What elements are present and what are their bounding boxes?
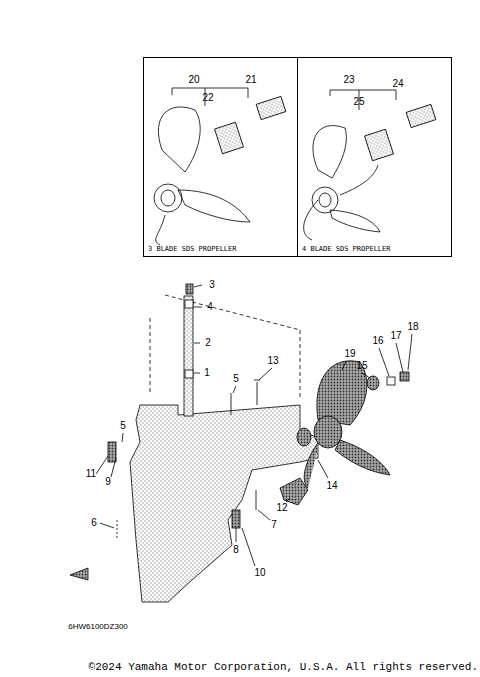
callout-number: 5 xyxy=(233,374,239,384)
inset-panel: 3 BLADE SDS PROPELLER xyxy=(143,57,298,257)
callout-number: 13 xyxy=(267,356,278,366)
callout-number: 25 xyxy=(353,97,364,107)
callout-number: 1 xyxy=(204,368,210,378)
callout-number: 23 xyxy=(343,75,354,85)
callout-number: 14 xyxy=(326,481,337,491)
panel-caption: 3 BLADE SDS PROPELLER xyxy=(148,245,237,253)
callout-number: 4 xyxy=(207,302,213,312)
callout-number: 19 xyxy=(344,349,355,359)
callout-number: 15 xyxy=(356,361,367,371)
callout-number: 21 xyxy=(245,75,256,85)
callout-number: 24 xyxy=(392,79,403,89)
copyright-notice: ©2024 Yamaha Motor Corporation, U.S.A. A… xyxy=(89,662,478,673)
callout-number: 7 xyxy=(271,520,277,530)
callout-number: 22 xyxy=(202,93,213,103)
callout-number: 3 xyxy=(209,280,215,290)
callout-number: 9 xyxy=(105,477,111,487)
callout-number: 20 xyxy=(188,75,199,85)
part-code: 6HW6100DZ300 xyxy=(68,623,128,631)
callout-number: 16 xyxy=(372,336,383,346)
callout-number: 10 xyxy=(254,568,265,578)
inset-panel: 4 BLADE SDS PROPELLER xyxy=(297,57,452,257)
callout-number: 8 xyxy=(233,545,239,555)
callout-number: 17 xyxy=(390,331,401,341)
callout-number: 5 xyxy=(120,421,126,431)
callout-number: 2 xyxy=(205,338,211,348)
callout-number: 11 xyxy=(86,469,96,479)
panel-caption: 4 BLADE SDS PROPELLER xyxy=(302,245,391,253)
callout-number: 6 xyxy=(91,518,97,528)
callout-number: 18 xyxy=(407,322,418,332)
callout-number: 12 xyxy=(276,503,287,513)
